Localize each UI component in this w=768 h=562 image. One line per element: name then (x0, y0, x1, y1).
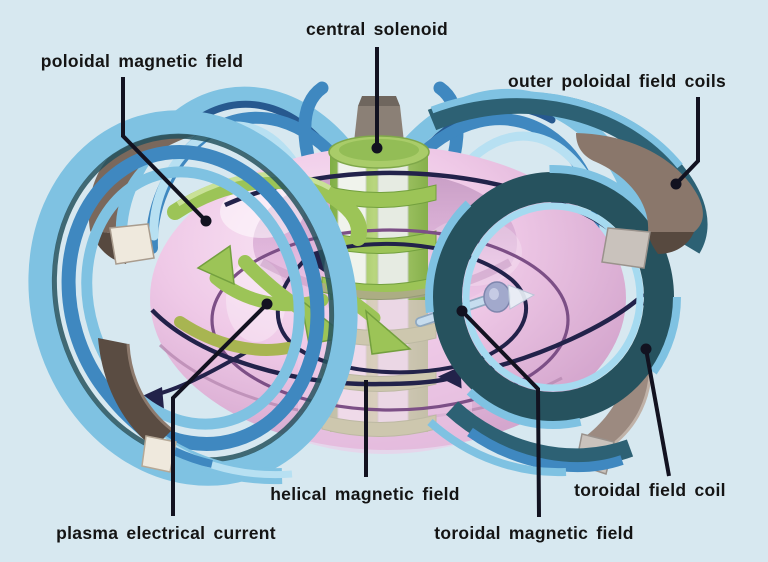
label-helical-magnetic-field: helical magnetic field (270, 484, 460, 504)
label-pointers (121, 47, 700, 518)
green-arrowhead (364, 309, 412, 355)
label-central-solenoid: central solenoid (306, 19, 448, 39)
plasma-current-ring (210, 228, 570, 412)
outer-poloidal-coil-top-right (576, 133, 703, 269)
field-arrowhead (138, 387, 164, 409)
label-poloidal-magnetic-field: poloidal magnetic field (40, 51, 244, 71)
label-outer-poloidal-field-coils: outer poloidal field coils (507, 71, 727, 91)
label-toroidal-field-coil: toroidal field coil (574, 480, 726, 500)
coil-cross-section-cap (601, 227, 651, 269)
field-arrowhead (438, 366, 462, 389)
label-toroidal-magnetic-field: toroidal magnetic field (434, 523, 634, 543)
label-plasma-electrical-current: plasma electrical current (56, 523, 276, 543)
green-arrowhead (196, 244, 235, 286)
outer-poloidal-coil-bottom-left (98, 338, 177, 473)
coil-cross-section-cap (141, 435, 177, 473)
coil-cross-section-cap (109, 223, 155, 265)
